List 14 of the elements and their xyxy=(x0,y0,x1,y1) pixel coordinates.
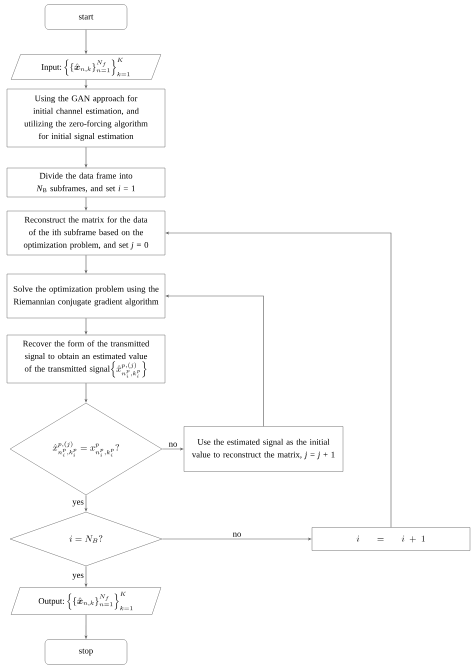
edge-label: yes xyxy=(72,574,84,580)
terminal-box: stop xyxy=(44,639,128,665)
process-box: Solve the optimization problem using the Riemannian conjugate gradient algorithm xyxy=(6,274,166,318)
edge-label: yes xyxy=(72,500,84,506)
process-box: $i \quad = \quad i+1$ xyxy=(312,527,470,551)
process-box: Use the estimated signal as the initial value to reconstruct the matrix, j = j + 1 xyxy=(184,426,344,472)
edge-label: no xyxy=(168,442,177,447)
io-parallelogram: $\text{Input:}\left\{\{\hat{\boldsymbol{x}}_{n,k}\}_{n=1}^{N_f}\right\}_{k=1}^{K}$ xyxy=(10,54,162,80)
edge-label: no xyxy=(232,532,241,537)
process-box: Reconstruct the matrix for the data of the ith subframe based on the optimization problem, and set j = 0 xyxy=(6,210,166,256)
terminal-box: start xyxy=(44,4,128,30)
process-box: Using the GAN approach for initial channel estimation, and utilizing the zero-forcing algorithm for initial signal estimation xyxy=(6,88,166,148)
io-parallelogram: $\text{Output:}\left\{\{\hat{\boldsymbol{x}}_{n,k}\}_{n=1}^{N_f}\right\}_{k=1}^{K}$ xyxy=(10,587,162,615)
process-box: Divide the data frame into N$_{B}$ subframes, and set i = 1 xyxy=(6,168,166,198)
